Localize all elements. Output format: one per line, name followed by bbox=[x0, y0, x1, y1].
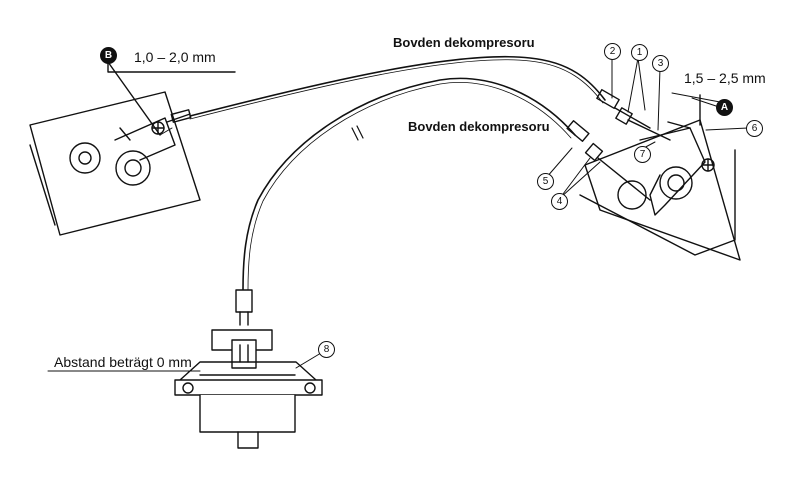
callout-2: 2 bbox=[604, 43, 621, 60]
upper-cable bbox=[189, 55, 606, 117]
cable-label-top: Bovden dekompresoru bbox=[393, 35, 535, 50]
left-lever-bracket bbox=[29, 91, 201, 236]
dimension-b-label: 1,0 – 2,0 mm bbox=[134, 49, 216, 65]
adjuster-lower bbox=[566, 120, 651, 201]
abstand-label: Abstand beträgt 0 mm bbox=[54, 354, 192, 370]
callout-3: 3 bbox=[652, 55, 669, 72]
adjuster-upper bbox=[596, 88, 671, 141]
callout-a: A bbox=[716, 99, 733, 116]
callout-7: 7 bbox=[634, 146, 651, 163]
lower-cable bbox=[242, 77, 576, 291]
callout-b: B bbox=[100, 47, 117, 64]
callout-5: 5 bbox=[537, 173, 554, 190]
callout-6: 6 bbox=[746, 120, 763, 137]
cable-label-mid: Bovden dekompresoru bbox=[408, 119, 550, 134]
dimension-a-label: 1,5 – 2,5 mm bbox=[684, 70, 766, 86]
callout-8: 8 bbox=[318, 341, 335, 358]
callout-4: 4 bbox=[551, 193, 568, 210]
diaphragm-actuator bbox=[174, 289, 323, 449]
right-lever-bracket bbox=[579, 94, 741, 261]
callout-1: 1 bbox=[631, 44, 648, 61]
dimension-b-lines bbox=[107, 61, 236, 136]
